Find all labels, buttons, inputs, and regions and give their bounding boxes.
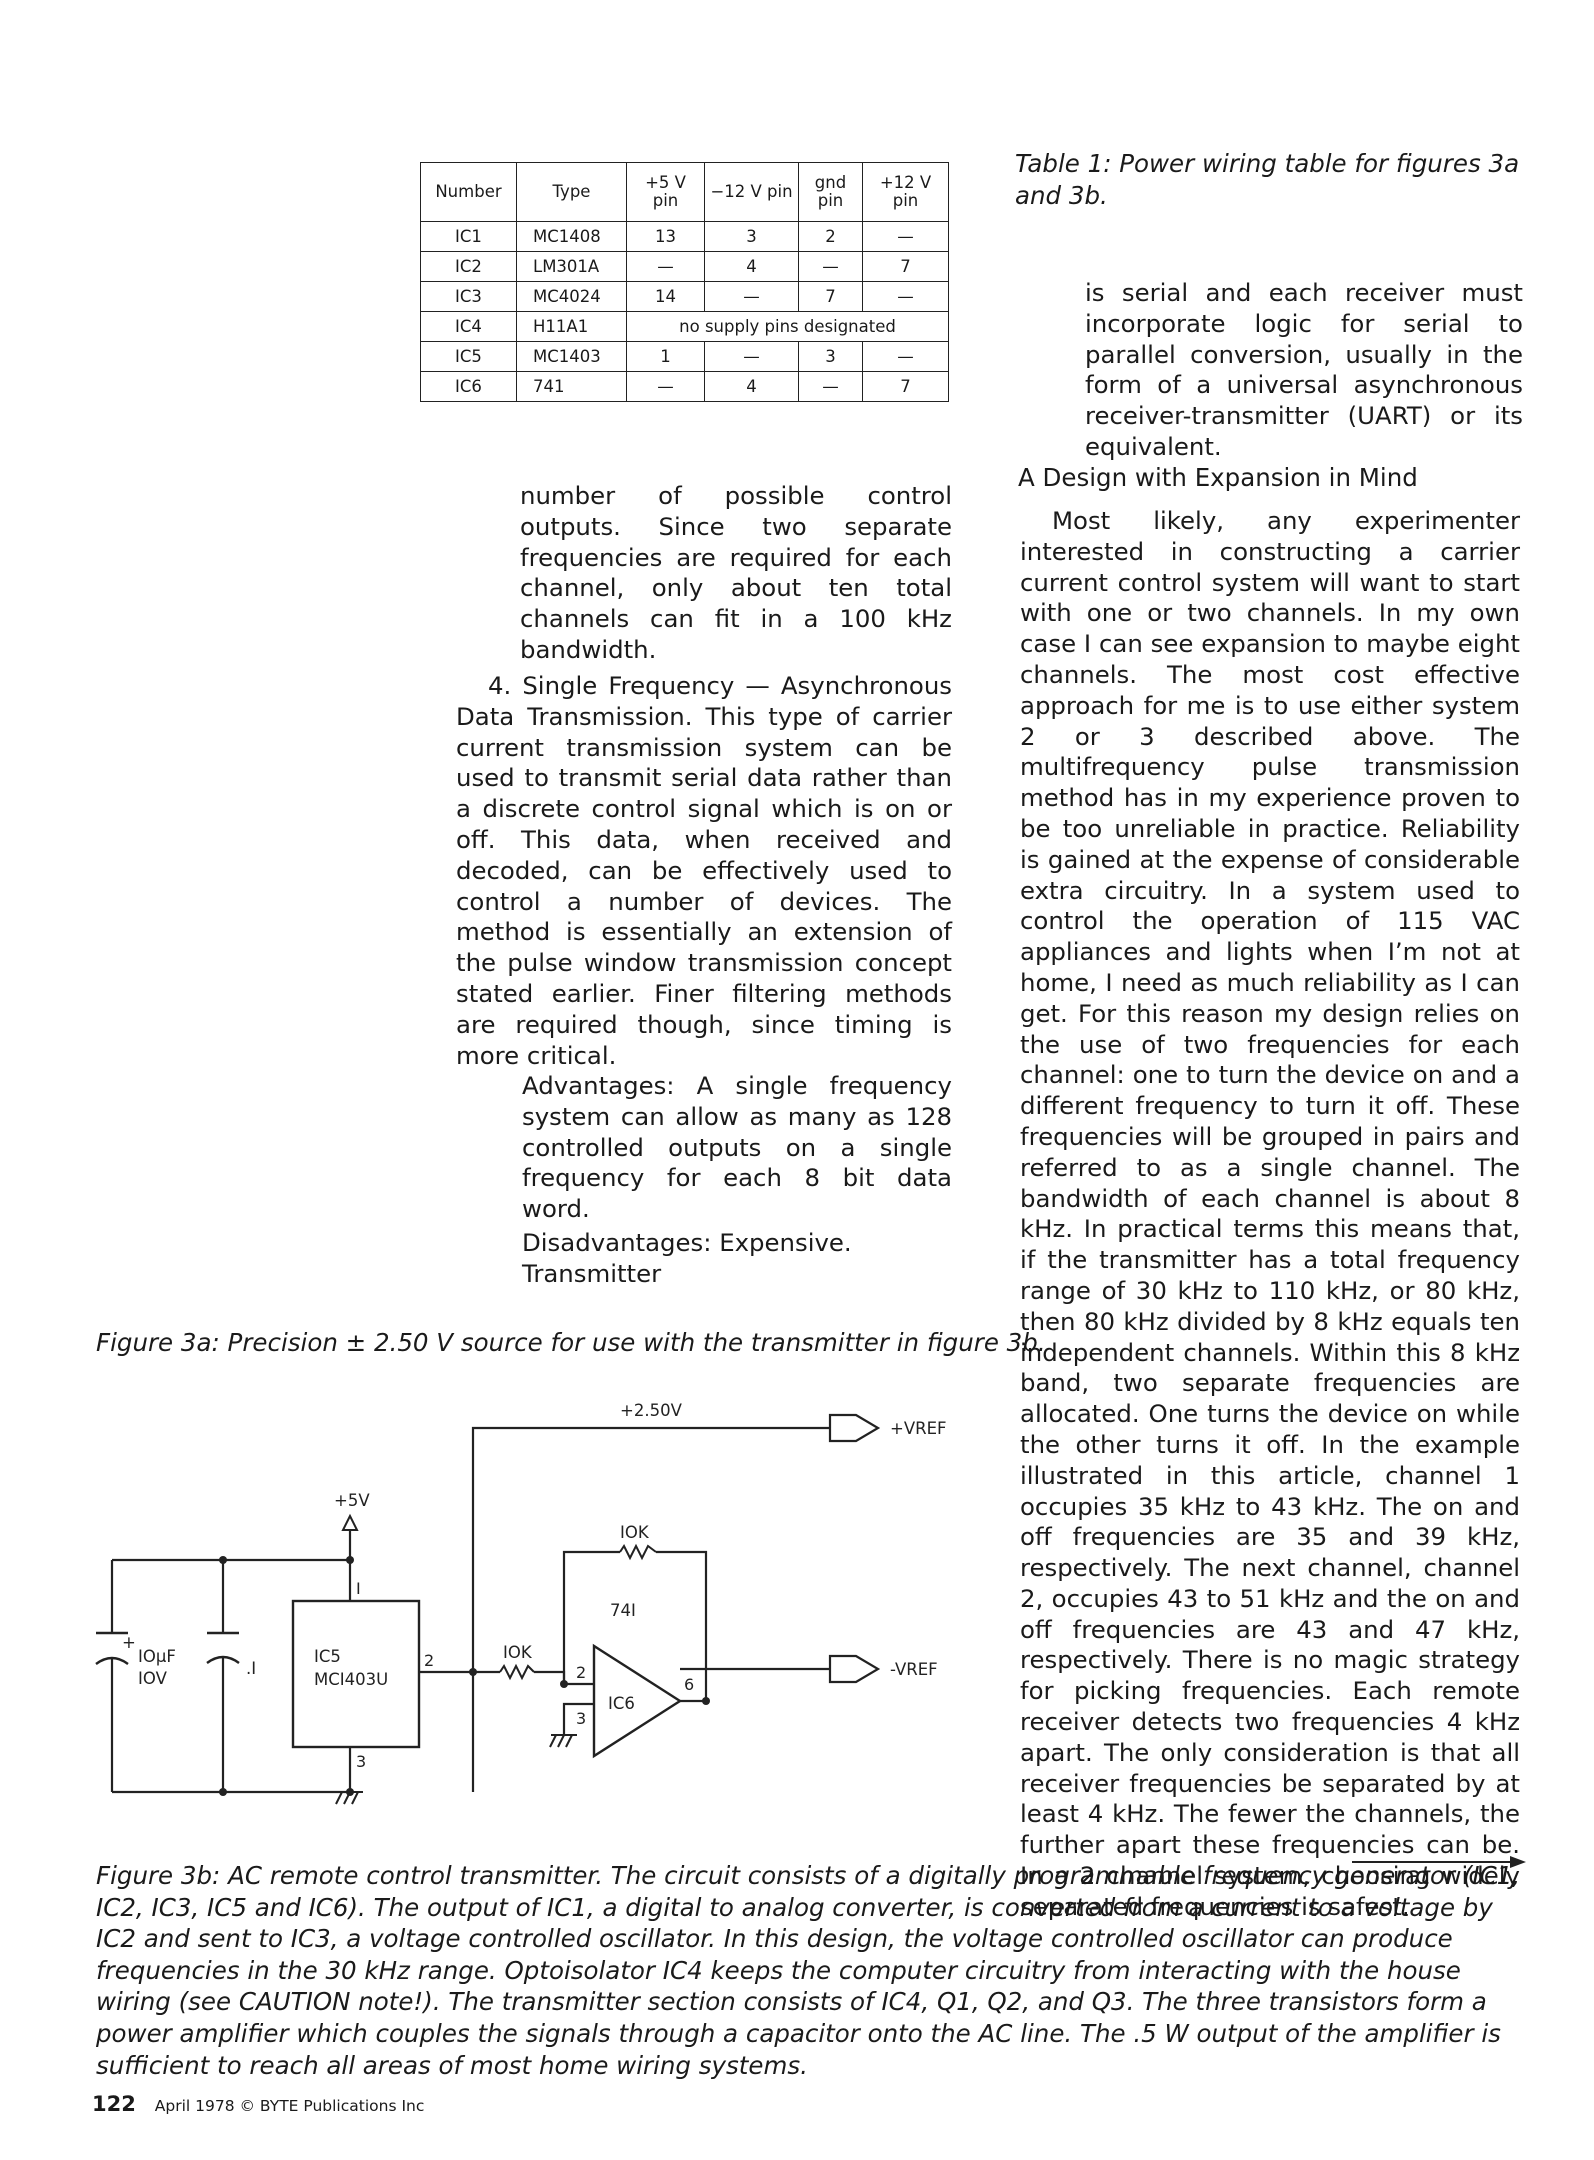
label-cap1-plus: + bbox=[122, 1633, 136, 1652]
table-cell: MC1408 bbox=[516, 221, 627, 252]
table-cell: 14 bbox=[626, 281, 705, 312]
table-row: IC3 MC4024 14 — 7 — bbox=[420, 281, 949, 312]
table-cell: 7 bbox=[862, 371, 949, 402]
table-cell: IC1 bbox=[420, 221, 517, 252]
figure-3a-caption: Figure 3a: Precision ± 2.50 V source for… bbox=[96, 1328, 1046, 1357]
table-cell: LM301A bbox=[516, 251, 627, 282]
table-header: Number bbox=[420, 162, 517, 222]
table-cell: 3 bbox=[704, 221, 799, 252]
label-pin-6-op: 6 bbox=[684, 1675, 694, 1694]
ic5-box bbox=[291, 1599, 421, 1749]
table-header: +12 V pin bbox=[862, 162, 949, 222]
table-cell: 3 bbox=[798, 341, 863, 372]
table-cell: — bbox=[704, 281, 799, 312]
power-wiring-table: Number Type +5 V pin −12 V pin gnd pin +… bbox=[420, 162, 949, 402]
label-plus-5v: +5V bbox=[334, 1491, 370, 1510]
input-resistor bbox=[499, 1663, 535, 1681]
table-row: IC5 MC1403 1 — 3 — bbox=[420, 341, 949, 372]
figure-3a-schematic: +2.50V +VREF -VREF +5V IOK IOK 74I IC6 I… bbox=[95, 1401, 947, 1805]
label-ic5-part: MCI403U bbox=[314, 1670, 388, 1689]
table-row: IC1 MC1408 13 3 2 — bbox=[420, 221, 949, 252]
label-feedback-resistor: IOK bbox=[620, 1523, 650, 1542]
table-cell: MC1403 bbox=[516, 341, 627, 372]
table-cell-note: no supply pins designated bbox=[626, 311, 949, 342]
feedback-resistor bbox=[619, 1543, 657, 1561]
table-cell: H11A1 bbox=[516, 311, 627, 342]
table-cell: 7 bbox=[798, 281, 863, 312]
table-cell: — bbox=[798, 371, 863, 402]
ground-icon bbox=[549, 1734, 577, 1748]
label-cap1-voltage: IOV bbox=[138, 1669, 168, 1688]
continuation-arrow-icon bbox=[1352, 1856, 1526, 1868]
table-cell: IC3 bbox=[420, 281, 517, 312]
page-footer: 122 April 1978 © BYTE Publications Inc bbox=[92, 2092, 424, 2116]
label-cap1-value: IOµF bbox=[138, 1647, 176, 1666]
table-cell: 4 bbox=[704, 251, 799, 282]
section-heading: A Design with Expansion in Mind bbox=[1018, 463, 1418, 492]
table-header: +5 V pin bbox=[626, 162, 705, 222]
page-number: 122 bbox=[92, 2092, 136, 2116]
right-paragraph-2: Most likely, any experimenter interested… bbox=[1020, 506, 1520, 1921]
footer-publication: April 1978 © BYTE Publications Inc bbox=[154, 2097, 425, 2115]
label-2-50v: +2.50V bbox=[620, 1401, 683, 1420]
label-pin-1: I bbox=[356, 1579, 361, 1598]
table-header: gnd pin bbox=[798, 162, 863, 222]
table-cell: 4 bbox=[704, 371, 799, 402]
table-cell: MC4024 bbox=[516, 281, 627, 312]
table-cell: — bbox=[798, 251, 863, 282]
table-cell: IC6 bbox=[420, 371, 517, 402]
table-cell: 741 bbox=[516, 371, 627, 402]
table-cell: 7 bbox=[862, 251, 949, 282]
label-pin-3-op: 3 bbox=[576, 1709, 586, 1728]
table-header: −12 V pin bbox=[704, 162, 799, 222]
table-caption: Table 1: Power wiring table for figures … bbox=[1015, 149, 1520, 210]
label-cap2-value: .I bbox=[246, 1659, 256, 1678]
table-header-row: Number Type +5 V pin −12 V pin gnd pin +… bbox=[420, 162, 949, 222]
label-input-resistor: IOK bbox=[503, 1643, 533, 1662]
label-pin-3-ic5: 3 bbox=[356, 1752, 366, 1771]
table-cell: 13 bbox=[626, 221, 705, 252]
table-cell: IC5 bbox=[420, 341, 517, 372]
middle-paragraph-2: 4. Single Frequency — Asynchronous Data … bbox=[456, 671, 952, 1070]
schematic-wires bbox=[110, 1426, 830, 1794]
op-amp-symbol bbox=[592, 1643, 683, 1759]
label-ic5: IC5 bbox=[314, 1647, 341, 1666]
capacitor-c1 bbox=[95, 1631, 129, 1665]
middle-paragraph-1: number of possible control outputs. Sinc… bbox=[520, 481, 952, 664]
vref-pos-terminal-icon bbox=[828, 1413, 881, 1443]
disadvantages-paragraph: Disadvantages: Expensive. Transmitter bbox=[522, 1228, 852, 1288]
vref-neg-terminal-icon bbox=[828, 1654, 881, 1684]
table-cell: 2 bbox=[798, 221, 863, 252]
table-header: Type bbox=[516, 162, 627, 222]
right-paragraph-1: is serial and each receiver must incorpo… bbox=[1085, 278, 1523, 461]
ground-icon bbox=[335, 1791, 363, 1805]
label-pin-2-ic5: 2 bbox=[424, 1651, 434, 1670]
supply-arrow-icon bbox=[341, 1513, 359, 1531]
table-row: IC6 741 — 4 — 7 bbox=[420, 371, 949, 402]
label-op-amp-type: 74I bbox=[610, 1601, 636, 1620]
table-cell: IC2 bbox=[420, 251, 517, 282]
table-cell: 1 bbox=[626, 341, 705, 372]
label-pin-2-op: 2 bbox=[576, 1663, 586, 1682]
label-vref-pos: +VREF bbox=[890, 1419, 947, 1438]
label-vref-neg: -VREF bbox=[890, 1660, 938, 1679]
label-ic6: IC6 bbox=[608, 1694, 635, 1713]
table-cell: — bbox=[862, 341, 949, 372]
table-cell: — bbox=[704, 341, 799, 372]
capacitor-c2 bbox=[206, 1631, 240, 1664]
table-cell: — bbox=[862, 281, 949, 312]
table-cell: — bbox=[626, 371, 705, 402]
table-row: IC2 LM301A — 4 — 7 bbox=[420, 251, 949, 282]
table-cell: — bbox=[626, 251, 705, 282]
advantages-paragraph: Advantages: A single frequency system ca… bbox=[522, 1071, 952, 1224]
figure-3b-caption: Figure 3b: AC remote control transmitter… bbox=[96, 1861, 1521, 2080]
table-cell: IC4 bbox=[420, 311, 517, 342]
table-cell: — bbox=[862, 221, 949, 252]
power-wiring-table-wrapper: Number Type +5 V pin −12 V pin gnd pin +… bbox=[420, 162, 949, 402]
table-row: IC4 H11A1 no supply pins designated bbox=[420, 311, 949, 342]
